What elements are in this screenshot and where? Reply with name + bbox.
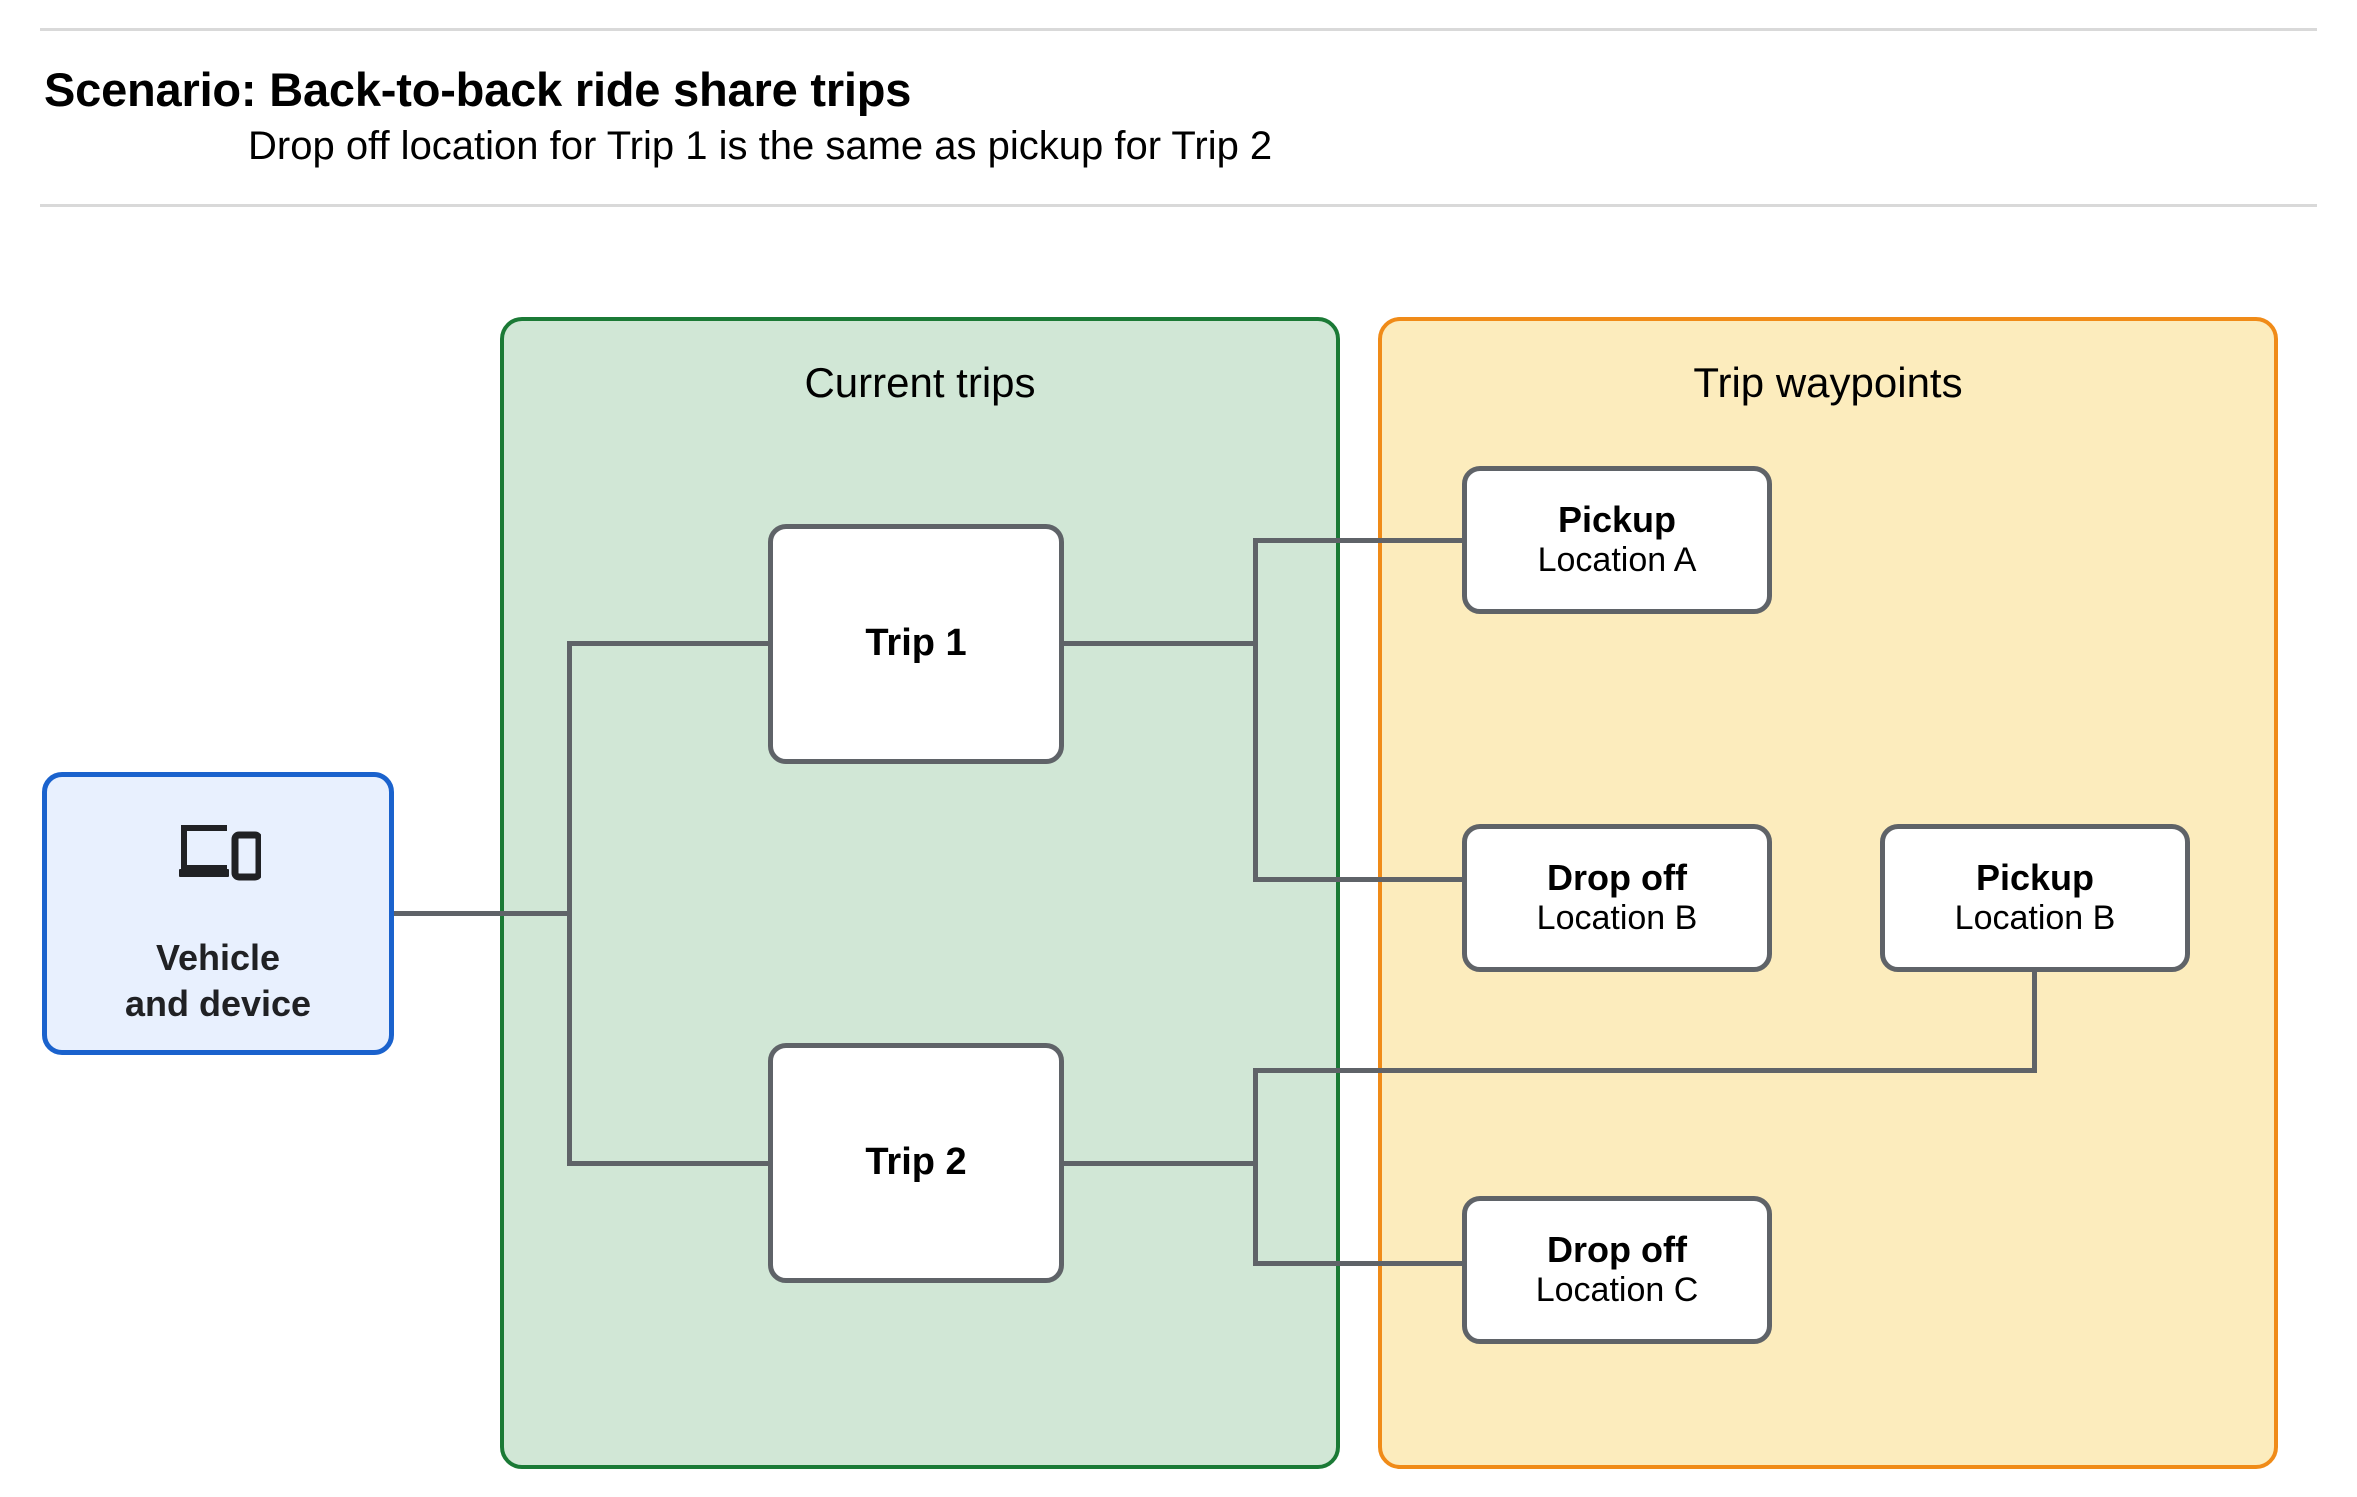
waypoint-pickup-location-b[interactable]: Pickup Location B bbox=[1880, 824, 2190, 972]
page-title: Scenario: Back-to-back ride share trips bbox=[44, 63, 912, 116]
laptop-and-phone-icon bbox=[175, 821, 263, 883]
connector-trip1-to-trunk bbox=[1062, 641, 1258, 646]
panel-current-trips: Current trips bbox=[500, 317, 1340, 1469]
waypoint-dropoff-location-c[interactable]: Drop off Location C bbox=[1462, 1196, 1772, 1344]
header-divider-top bbox=[40, 28, 2317, 31]
connector-trip2-trunk-vertical bbox=[1253, 1068, 1258, 1266]
connector-trunk-vertical bbox=[567, 641, 572, 1166]
vehicle-and-device-label: Vehicle and device bbox=[125, 935, 311, 1027]
connector-trunk-to-trip2 bbox=[567, 1161, 773, 1166]
waypoint-dropoff-c-type: Drop off bbox=[1547, 1228, 1687, 1270]
trip-node-2[interactable]: Trip 2 bbox=[768, 1043, 1064, 1283]
trip-node-1[interactable]: Trip 1 bbox=[768, 524, 1064, 764]
trip-1-label: Trip 1 bbox=[865, 622, 967, 665]
waypoint-pickup-b-location: Location B bbox=[1954, 899, 2116, 938]
waypoint-dropoff-c-location: Location C bbox=[1535, 1271, 1699, 1310]
connector-trip1-trunk-vertical bbox=[1253, 538, 1258, 882]
waypoint-dropoff-b-location: Location B bbox=[1536, 899, 1698, 938]
connector-pickup-b-dropline bbox=[2032, 970, 2037, 1073]
waypoint-pickup-b-type: Pickup bbox=[1975, 856, 2095, 898]
page-subtitle: Drop off location for Trip 1 is the same… bbox=[248, 124, 1273, 168]
panel-current-trips-title: Current trips bbox=[804, 359, 1036, 406]
vehicle-and-device-node[interactable]: Vehicle and device bbox=[42, 772, 394, 1055]
connector-trunk-to-trip1 bbox=[567, 641, 773, 646]
panel-trip-waypoints-title: Trip waypoints bbox=[1693, 359, 1963, 406]
trip-2-label: Trip 2 bbox=[865, 1141, 967, 1184]
waypoint-dropoff-location-b[interactable]: Drop off Location B bbox=[1462, 824, 1772, 972]
connector-trip2-to-trunk bbox=[1062, 1161, 1258, 1166]
connector-trip2-to-dropoff-c bbox=[1253, 1261, 1467, 1266]
connector-trip2-to-pickup-b bbox=[1253, 1068, 2037, 1073]
vehicle-label-line1: Vehicle bbox=[155, 937, 281, 978]
vehicle-label-line2: and device bbox=[124, 983, 312, 1025]
waypoint-pickup-a-type: Pickup bbox=[1557, 498, 1677, 540]
connector-trip1-to-pickup-a bbox=[1253, 538, 1467, 543]
waypoint-pickup-location-a[interactable]: Pickup Location A bbox=[1462, 466, 1772, 614]
waypoint-dropoff-b-type: Drop off bbox=[1547, 856, 1687, 898]
connector-vehicle-to-trunk bbox=[394, 911, 572, 916]
connector-trip1-to-dropoff-b bbox=[1253, 877, 1467, 882]
waypoint-pickup-a-location: Location A bbox=[1537, 541, 1697, 580]
header-divider-bottom bbox=[40, 204, 2317, 207]
